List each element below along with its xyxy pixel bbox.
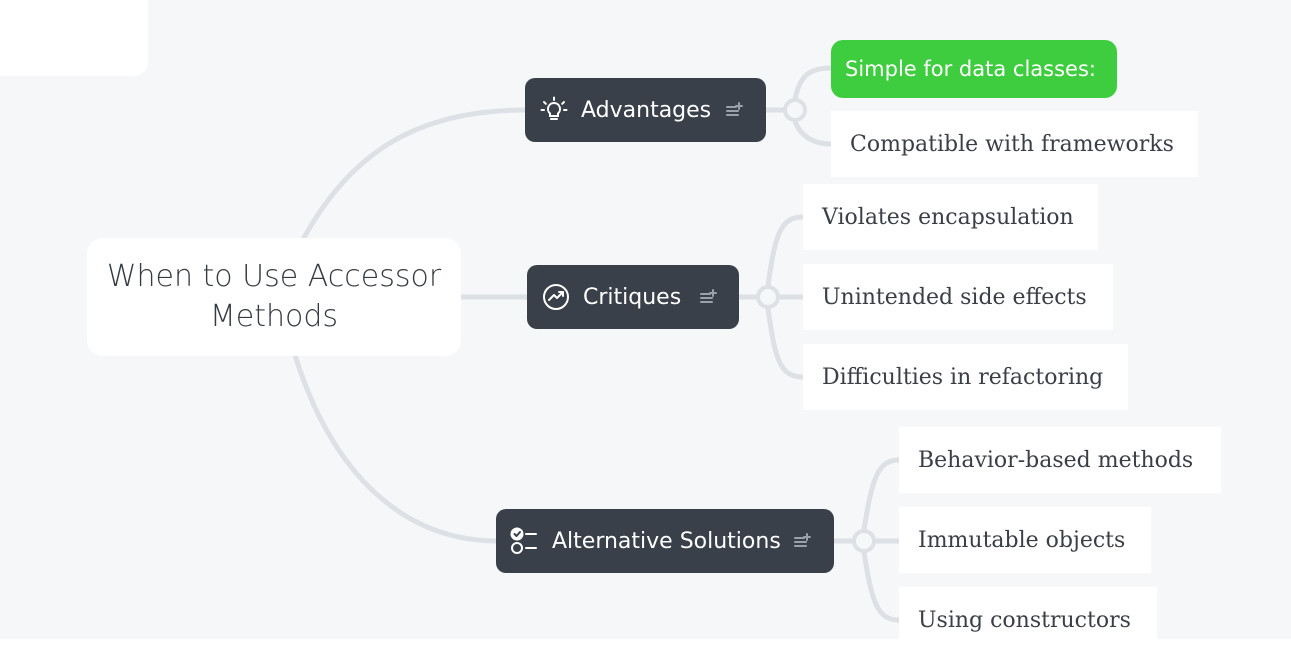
- notes-icon[interactable]: [699, 287, 719, 305]
- branch-advantages[interactable]: Advantages: [525, 78, 766, 142]
- root-label: When to Use Accessor Methods: [106, 259, 442, 334]
- lightbulb-icon: [539, 95, 569, 125]
- branch-label-alternative-solutions: Alternative Solutions: [552, 528, 781, 554]
- leaf-violates-encapsulation[interactable]: Violates encapsulation: [803, 184, 1098, 250]
- leaf-label: Simple for data classes:: [845, 57, 1096, 81]
- connector-critiques-leaf-3: [765, 305, 806, 380]
- connector-root-advantages: [297, 107, 528, 248]
- leaf-immutable-objects[interactable]: Immutable objects: [899, 507, 1151, 573]
- branch-label-advantages: Advantages: [581, 97, 712, 123]
- leaf-label: Compatible with frameworks: [850, 131, 1174, 157]
- leaf-difficulties-in-refactoring[interactable]: Difficulties in refactoring: [803, 344, 1128, 410]
- leaf-behavior-based-methods[interactable]: Behavior-based methods: [899, 427, 1221, 493]
- collapse-toggle-advantages: [783, 98, 807, 122]
- root-node[interactable]: When to Use Accessor Methods: [87, 238, 461, 356]
- connector-advantages-leaf-2: [792, 118, 834, 147]
- trend-chart-icon: [541, 282, 571, 312]
- leaf-simple-for-data-classes[interactable]: Simple for data classes:: [831, 40, 1117, 98]
- notes-icon[interactable]: [793, 531, 813, 549]
- leaf-label: Using constructors: [918, 607, 1131, 633]
- side-panel-corner: [0, 0, 148, 76]
- connector-advantages-leaf-1: [792, 65, 834, 102]
- leaf-label: Violates encapsulation: [822, 204, 1074, 230]
- notes-icon[interactable]: [725, 100, 745, 118]
- connector-alternatives-leaf-3: [861, 549, 902, 623]
- leaf-label: Difficulties in refactoring: [822, 364, 1104, 390]
- connector-critiques-leaf-1: [765, 214, 806, 289]
- leaf-using-constructors[interactable]: Using constructors: [899, 587, 1157, 639]
- branch-label-critiques: Critiques: [583, 284, 682, 310]
- branch-alternative-solutions[interactable]: Alternative Solutions: [496, 509, 834, 573]
- connector-root-alternatives: [291, 349, 499, 544]
- branch-critiques[interactable]: Critiques: [527, 265, 739, 329]
- leaf-label: Unintended side effects: [822, 284, 1087, 310]
- collapse-toggle-critiques: [756, 285, 780, 309]
- leaf-compatible-with-frameworks[interactable]: Compatible with frameworks: [831, 111, 1198, 177]
- leaf-label: Immutable objects: [918, 527, 1126, 553]
- checklist-icon: [510, 526, 540, 556]
- connector-alternatives-leaf-1: [861, 457, 902, 533]
- collapse-toggle-alternatives: [852, 529, 876, 553]
- leaf-unintended-side-effects[interactable]: Unintended side effects: [803, 264, 1113, 330]
- leaf-label: Behavior-based methods: [918, 447, 1194, 473]
